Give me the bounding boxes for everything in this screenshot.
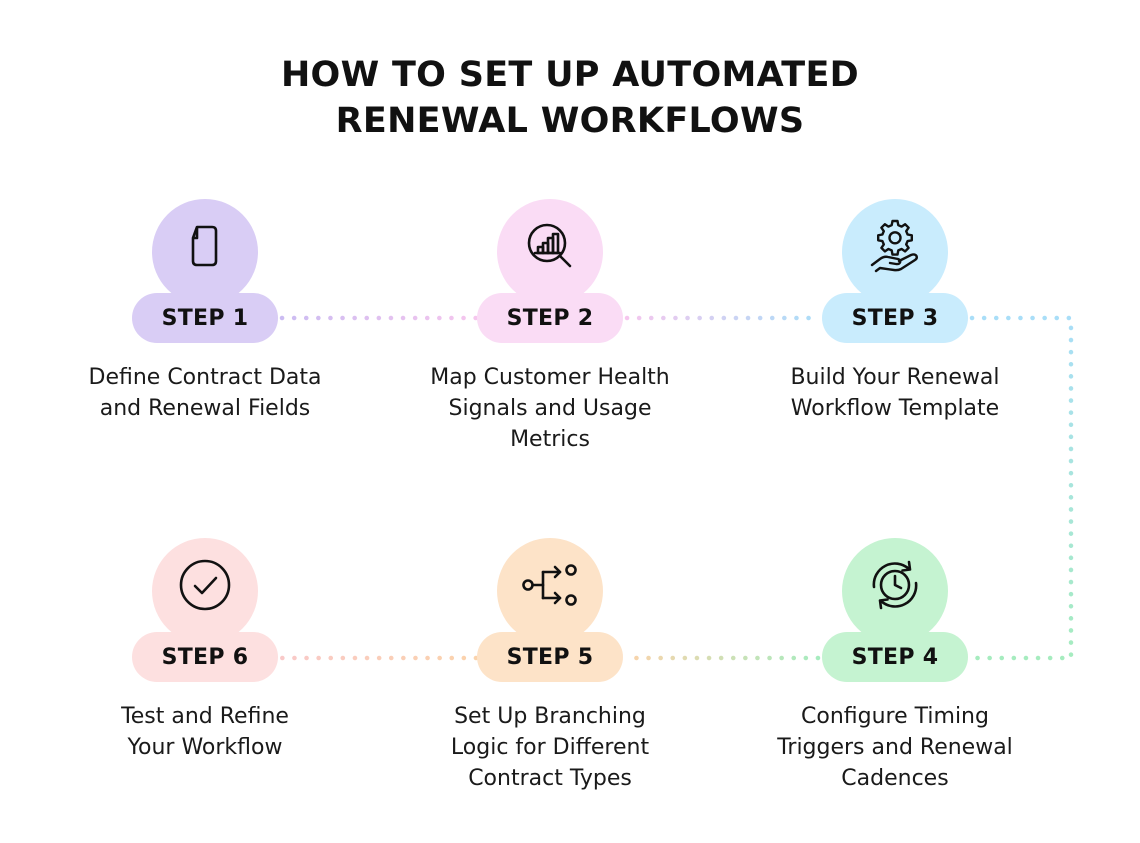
step-5-description: Set Up Branching Logic for Different Con… [450,704,650,791]
gear-hand-icon [870,219,918,273]
step-6-pill: STEP 6 [132,632,278,682]
step-1-circle [152,199,258,305]
branching-icon [522,564,577,606]
document-icon [191,225,218,267]
step-5-circle [497,538,603,644]
page-title: HOW TO SET UP AUTOMATED RENEWAL WORKFLOW… [0,52,1140,144]
step-3-circle [842,199,948,305]
step-2-circle [497,199,603,305]
step-2-description: Map Customer Health Signals and Usage Me… [430,365,670,452]
step-6-circle [152,538,258,644]
step-1-pill: STEP 1 [132,293,278,343]
title-line-1: HOW TO SET UP AUTOMATED [280,55,860,95]
title-line-2: RENEWAL WORKFLOWS [335,101,805,141]
step-3-pill: STEP 3 [822,293,968,343]
step-4-circle [842,538,948,644]
check-circle-icon [179,559,231,611]
analytics-search-icon [527,223,572,268]
step-4-pill: STEP 4 [822,632,968,682]
step-1-description: Define Contract Data and Renewal Fields [88,365,322,421]
clock-cycle-icon [872,560,918,610]
step-3-description: Build Your Renewal Workflow Template [790,365,1000,421]
step-6-description: Test and Refine Your Workflow [121,704,289,760]
step-5-pill: STEP 5 [477,632,623,682]
connector-3-4 [969,315,1074,661]
step-4-description: Configure Timing Triggers and Renewal Ca… [777,704,1013,791]
step-2-pill: STEP 2 [477,293,623,343]
